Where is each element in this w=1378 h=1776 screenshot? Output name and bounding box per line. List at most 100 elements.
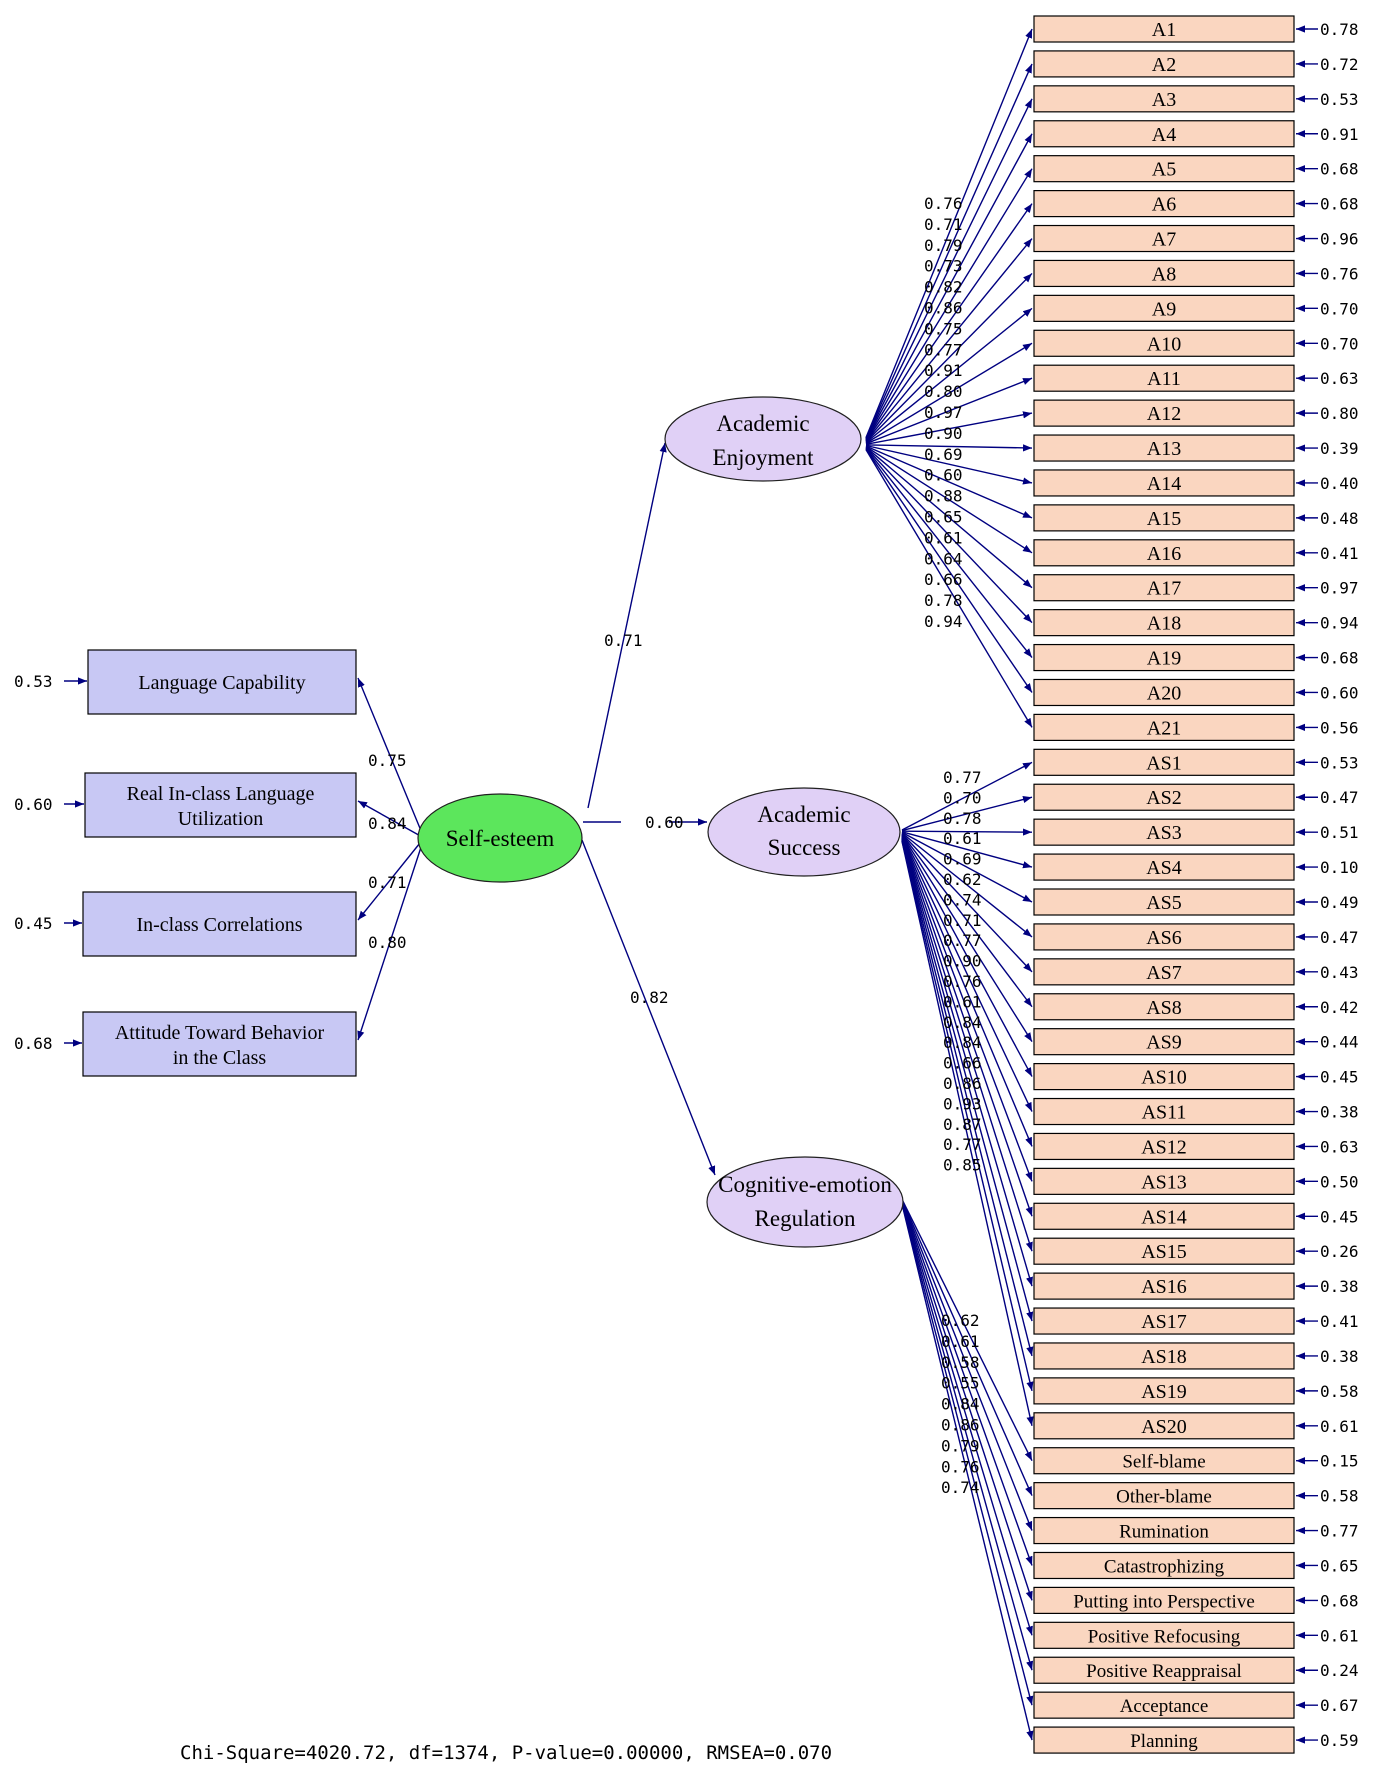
academic-enjoyment-indicator-box <box>1033 329 1295 357</box>
academic-success-loading-arrow <box>901 835 1033 1112</box>
structural-path-cognitive-emotion-regulation <box>581 839 716 1176</box>
academic-enjoyment-indicator-label: A16 <box>1147 543 1181 565</box>
academic-success-indicator-error: 0.45 <box>1320 1207 1359 1226</box>
academic-enjoyment-indicator-loading: 0.61 <box>924 528 963 547</box>
academic-success-indicator-label: AS1 <box>1146 752 1182 774</box>
academic-success-indicator-error: 0.47 <box>1320 928 1359 947</box>
academic-enjoyment-indicator-box <box>1033 15 1295 43</box>
cognitive-emotion-regulation-indicator-loading: 0.86 <box>941 1416 980 1435</box>
cognitive-emotion-regulation-indicator-error: 0.77 <box>1320 1522 1359 1541</box>
academic-enjoyment-indicator-loading: 0.77 <box>924 340 963 359</box>
academic-success-indicator-loading: 0.84 <box>943 1033 982 1052</box>
academic-success-indicator-label: AS9 <box>1146 1032 1182 1054</box>
structural-path-value: 0.60 <box>645 813 684 832</box>
academic-success-indicator-label: AS14 <box>1141 1206 1187 1228</box>
structural-path-academic-enjoyment <box>587 442 667 809</box>
academic-success-indicator-error: 0.47 <box>1320 788 1359 807</box>
academic-success-indicator-label: AS4 <box>1146 857 1182 879</box>
cognitive-emotion-regulation-indicator-box <box>1033 1482 1295 1510</box>
academic-enjoyment-indicator-label: A20 <box>1147 682 1181 704</box>
academic-success-label-line1: Academic <box>757 802 850 827</box>
academic-success-indicator-error: 0.10 <box>1320 858 1359 877</box>
academic-enjoyment-indicator-box <box>1033 643 1295 672</box>
cognitive-emotion-regulation-loading-arrow <box>901 1202 1033 1636</box>
self-esteem-indicator-loading: 0.75 <box>368 751 407 770</box>
academic-enjoyment-loading-arrow <box>865 444 1033 452</box>
academic-enjoyment-indicator-box <box>1033 504 1295 532</box>
cognitive-emotion-regulation-indicator-loading: 0.84 <box>941 1395 980 1414</box>
academic-success-indicator-loading: 0.61 <box>943 829 982 848</box>
structural-label-backing <box>621 812 669 832</box>
academic-enjoyment-indicator-box <box>1033 85 1295 113</box>
academic-success-loading-arrow <box>901 832 1033 938</box>
academic-success-indicator-box <box>1033 1097 1295 1126</box>
academic-success-indicator-loading: 0.71 <box>943 911 982 930</box>
academic-enjoyment-indicator-label: A9 <box>1152 298 1176 320</box>
cognitive-emotion-regulation-indicator-box <box>1033 1656 1295 1684</box>
academic-success-indicator-box <box>1033 1202 1295 1230</box>
academic-success-indicator-label: AS16 <box>1141 1276 1187 1298</box>
self-esteem-indicator-error: 0.60 <box>14 795 53 814</box>
academic-enjoyment-indicator-label: A14 <box>1147 473 1181 495</box>
academic-success-indicator-error: 0.44 <box>1320 1033 1359 1052</box>
academic-enjoyment-indicator-label: A11 <box>1147 368 1181 390</box>
academic-success-indicator-loading: 0.77 <box>943 1135 982 1154</box>
academic-success-indicator-box <box>1033 993 1295 1021</box>
academic-enjoyment-indicator-label: A4 <box>1152 124 1176 146</box>
academic-enjoyment-loading-arrow <box>865 28 1033 438</box>
academic-enjoyment-indicator-box <box>1033 609 1295 637</box>
academic-enjoyment-indicator-loading: 0.94 <box>924 612 963 631</box>
academic-success-indicator-box <box>1033 1412 1295 1440</box>
academic-enjoyment-indicator-loading: 0.75 <box>924 319 963 338</box>
cognitive-emotion-regulation-loading-arrow <box>901 1201 1033 1601</box>
academic-enjoyment-loading-arrow <box>865 133 1033 440</box>
academic-enjoyment-indicator-box <box>1033 399 1295 427</box>
structural-path-value: 0.82 <box>630 988 669 1007</box>
academic-success-indicator-box <box>1033 1342 1295 1370</box>
academic-success-indicator-error: 0.61 <box>1320 1417 1359 1436</box>
academic-enjoyment-indicator-label: A2 <box>1152 54 1176 76</box>
academic-enjoyment-indicator-label: A13 <box>1147 438 1181 460</box>
academic-enjoyment-indicator-loading: 0.71 <box>924 215 963 234</box>
academic-enjoyment-indicator-loading: 0.88 <box>924 487 963 506</box>
academic-enjoyment-indicator-error: 0.56 <box>1320 718 1359 737</box>
cognitive-emotion-regulation-loading-arrow <box>901 1200 1033 1531</box>
academic-enjoyment-loading-arrow <box>865 203 1033 442</box>
academic-success-loading-arrow <box>901 834 1033 1043</box>
academic-enjoyment-indicator-loading: 0.65 <box>924 508 963 527</box>
cognitive-emotion-regulation-indicator-error: 0.68 <box>1320 1591 1359 1610</box>
academic-enjoyment-label-line1: Academic <box>716 411 809 436</box>
academic-enjoyment-indicator-label: A1 <box>1152 19 1176 41</box>
self-esteem-indicator-label: Utilization <box>178 808 264 830</box>
academic-success-indicator-loading: 0.77 <box>943 931 982 950</box>
academic-success-indicator-loading: 0.77 <box>943 768 982 787</box>
academic-enjoyment-indicator-label: A7 <box>1152 229 1176 251</box>
academic-success-indicator-box <box>1033 1132 1295 1161</box>
academic-enjoyment-indicator-box <box>1033 574 1295 602</box>
academic-enjoyment-indicator-label: A15 <box>1147 508 1181 530</box>
academic-success-indicator-loading: 0.76 <box>943 972 982 991</box>
academic-success-indicator-box <box>1033 888 1295 916</box>
academic-enjoyment-indicator-label: A21 <box>1147 717 1181 739</box>
academic-enjoyment-loading-arrow <box>865 307 1033 444</box>
academic-enjoyment-indicator-box <box>1033 50 1295 78</box>
academic-success-loading-arrow <box>901 840 1034 1392</box>
academic-success-indicator-error: 0.42 <box>1320 998 1359 1017</box>
academic-enjoyment-loading-arrow <box>865 446 1033 554</box>
cognitive-emotion-regulation-indicator-error: 0.24 <box>1320 1661 1359 1680</box>
academic-success-loading-arrow <box>901 795 1033 832</box>
academic-success-loading-arrow <box>901 841 1034 1426</box>
cognitive-emotion-regulation-indicator-loading: 0.62 <box>941 1311 980 1330</box>
cognitive-emotion-regulation-indicator-error: 0.67 <box>1320 1696 1359 1715</box>
labels-layer: Self-esteemAcademicEnjoymentAcademicSucc… <box>14 19 1359 1752</box>
cognitive-emotion-regulation-indicator-loading: 0.55 <box>941 1374 980 1393</box>
academic-success-indicator-loading: 0.70 <box>943 788 982 807</box>
cognitive-emotion-regulation-indicator-error: 0.15 <box>1320 1452 1359 1471</box>
academic-success-indicator-error: 0.41 <box>1320 1312 1359 1331</box>
cognitive-emotion-regulation-indicator-label: Rumination <box>1119 1522 1209 1543</box>
academic-enjoyment-indicator-box <box>1033 155 1295 183</box>
academic-enjoyment-indicator-box <box>1033 364 1295 392</box>
academic-success-indicator-label: AS10 <box>1141 1067 1187 1089</box>
academic-success-loading-arrow <box>901 831 1033 869</box>
